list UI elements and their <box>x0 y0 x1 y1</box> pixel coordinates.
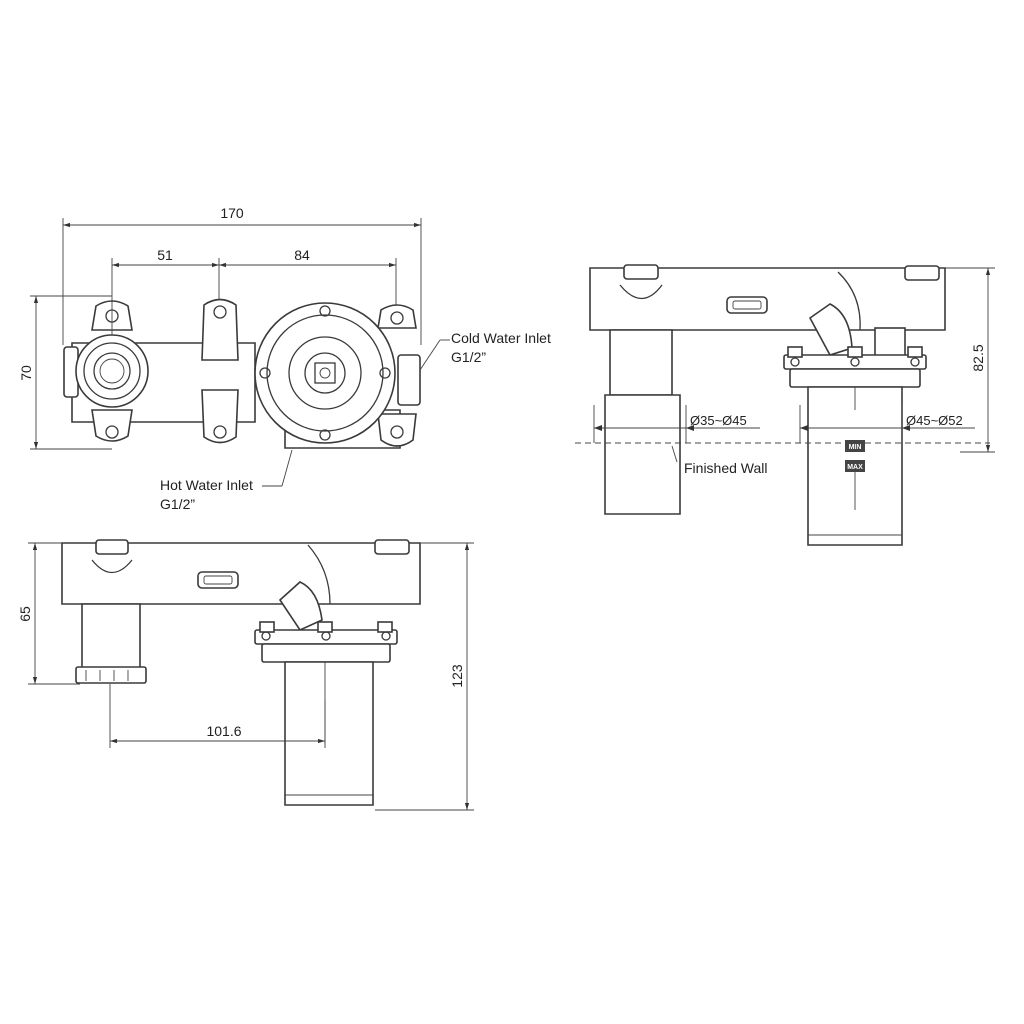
cold-inlet-port <box>397 354 421 406</box>
cold-inlet-label: Cold Water Inlet <box>451 330 551 346</box>
cartridge-flange <box>254 302 396 444</box>
mounting-lug-lower-right <box>377 413 417 447</box>
top-view: 170 51 84 70 Cold Water Inlet G1/2” Hot … <box>18 205 551 512</box>
cold-inlet-thread: G1/2” <box>451 349 486 365</box>
hot-inlet-label: Hot Water Inlet <box>160 477 253 493</box>
front-flange <box>254 621 398 663</box>
finished-wall-label: Finished Wall <box>684 460 768 476</box>
mounting-lug-lower-mid <box>201 389 239 444</box>
dim-side-right-range: Ø45~Ø52 <box>906 413 963 428</box>
dim-top-width: 170 <box>220 205 244 221</box>
dim-cold-offset: 84 <box>294 247 310 263</box>
front-left-nut <box>75 666 147 684</box>
mounting-lug-upper-right <box>377 304 417 329</box>
front-view: 65 123 101.6 <box>17 539 474 811</box>
min-mark-text: MIN <box>849 444 862 451</box>
dim-front-total: 123 <box>449 664 465 688</box>
hot-inlet-thread: G1/2” <box>160 496 195 512</box>
side-view: MIN MAX Finished Wall Ø35~Ø45 Ø45~Ø52 82… <box>575 264 995 546</box>
max-marker <box>845 460 865 472</box>
dim-front-spacing: 101.6 <box>206 723 241 739</box>
dim-front-height: 65 <box>17 606 33 622</box>
dim-side-left-range: Ø35~Ø45 <box>690 413 747 428</box>
front-cartridge <box>284 661 374 806</box>
dim-top-height: 70 <box>18 365 34 381</box>
mounting-lug-upper-mid <box>201 298 239 361</box>
dim-side-depth: 82.5 <box>970 344 986 371</box>
mounting-lug-lower-left <box>91 409 133 442</box>
dim-hot-offset: 51 <box>157 247 173 263</box>
side-flange <box>783 346 927 388</box>
side-cartridge: MIN MAX <box>807 386 903 546</box>
max-mark-text: MAX <box>847 464 863 471</box>
